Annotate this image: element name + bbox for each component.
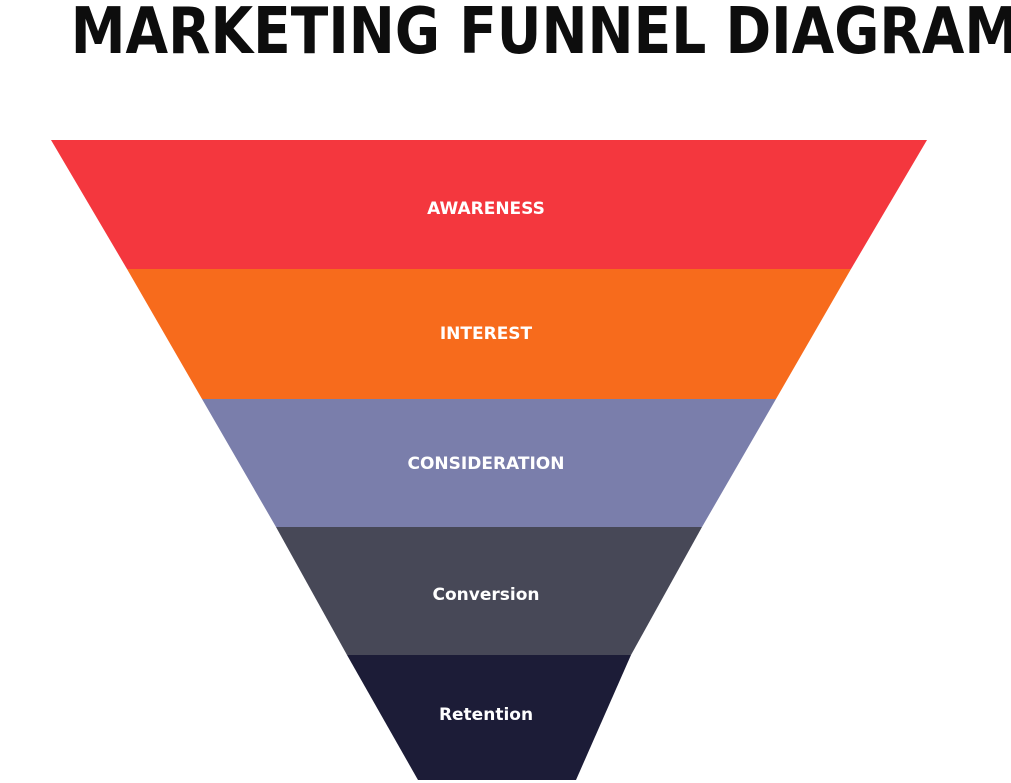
funnel-stage-conversion: [276, 527, 702, 655]
funnel-label-awareness: AWARENESS: [427, 199, 545, 219]
funnel-stage-retention: [347, 655, 631, 780]
funnel-label-consideration: CONSIDERATION: [408, 454, 565, 474]
page-title: MARKETING FUNNEL DIAGRAM: [70, 0, 1011, 69]
funnel-stage-awareness: [51, 140, 927, 269]
funnel-label-interest: INTEREST: [440, 324, 533, 344]
funnel-label-retention: Retention: [439, 705, 533, 725]
funnel-stage-interest: [127, 269, 851, 399]
funnel-stage-consideration: [202, 399, 776, 527]
funnel-label-conversion: Conversion: [433, 585, 540, 605]
